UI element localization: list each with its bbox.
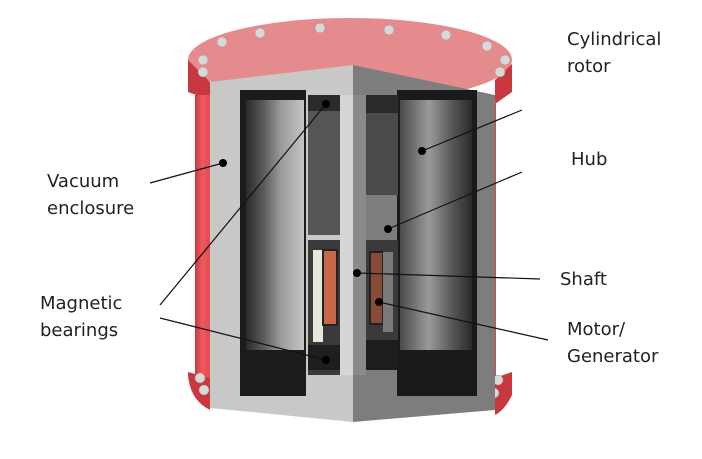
label-line: bearings	[40, 320, 119, 341]
label-shaft: Shaft	[560, 269, 607, 290]
leader-hub	[387, 171, 523, 230]
label-line: Magnetic	[40, 293, 123, 314]
leader-lines	[149, 100, 549, 364]
label-line: Generator	[567, 346, 659, 367]
leader-motor-generator	[378, 301, 549, 341]
leader-shaft	[356, 272, 541, 280]
shaft-left	[340, 95, 353, 375]
enclosure-wall-left	[195, 95, 213, 380]
rotor-right	[400, 100, 472, 350]
label-cylindrical-rotor: Cylindrical rotor	[567, 26, 661, 80]
label-line: enclosure	[47, 198, 135, 219]
motor-stator-left	[313, 250, 323, 342]
right-cut-section	[353, 65, 495, 422]
hub-upper-left	[308, 95, 340, 235]
label-motor-generator: Motor/ Generator	[567, 316, 658, 370]
label-magnetic-bearings: Magnetic bearings	[40, 290, 122, 344]
leader-magnetic-bearing-upper	[159, 103, 327, 306]
leader-magnetic-bearing-lower	[159, 317, 327, 361]
label-vacuum-enclosure: Vacuum enclosure	[47, 168, 134, 222]
label-line: Cylindrical	[567, 29, 662, 50]
left-cut-section	[210, 65, 353, 422]
leader-cylindrical-rotor	[421, 109, 523, 152]
leader-vacuum-enclosure	[149, 162, 224, 184]
shaft-right	[353, 95, 366, 375]
bearing-lower-right	[366, 340, 398, 370]
motor-right	[369, 251, 384, 325]
label-line: Motor/	[567, 319, 626, 340]
label-hub: Hub	[571, 149, 608, 170]
motor-left	[322, 249, 338, 326]
label-line: rotor	[567, 56, 611, 77]
rotor-left	[246, 100, 304, 350]
label-line: Vacuum	[47, 171, 120, 192]
